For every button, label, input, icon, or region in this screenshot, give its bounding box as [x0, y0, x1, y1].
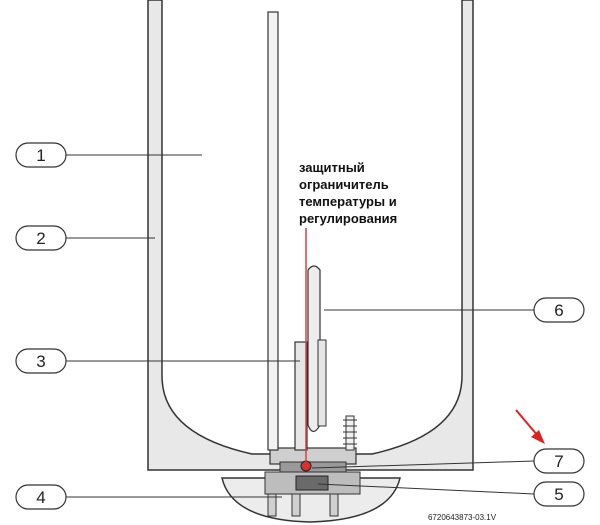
drawing-code: 6720643873-03.1V: [428, 513, 497, 522]
callout-3: 3: [15, 348, 67, 374]
callout-7-label: 7: [554, 452, 563, 471]
bottom-pipe-left: [267, 493, 277, 517]
callout-4-label: 4: [36, 488, 45, 507]
bottom-pipe-right: [329, 493, 339, 517]
cold-water-inlet: [343, 415, 357, 451]
red-arrow-icon: [515, 409, 545, 444]
callout-1: 1: [15, 142, 67, 168]
callout-3-label: 3: [36, 352, 45, 371]
callout-2-label: 2: [36, 229, 45, 248]
annotation-line-3: температуры и: [299, 194, 397, 209]
callout-1-label: 1: [36, 146, 45, 165]
leader-line-5: [317, 483, 535, 495]
callout-7: 7: [533, 448, 585, 474]
thermostat-sensor: [300, 460, 312, 472]
callout-4: 4: [15, 484, 67, 510]
heating-element-right: [317, 339, 327, 427]
thermostat-annotation: защитный ограничитель температуры и регу…: [299, 160, 397, 226]
leader-line-7: [311, 460, 535, 469]
annotation-line-2: ограничитель: [299, 177, 389, 192]
terminal-block: [295, 475, 329, 491]
callout-6: 6: [533, 297, 585, 323]
bottom-pipe-mid: [291, 493, 301, 517]
annotation-line-1: защитный: [299, 160, 365, 175]
hot-water-tube: [267, 11, 279, 451]
magnesium-anode: [294, 341, 308, 451]
callout-6-label: 6: [554, 301, 563, 320]
callout-5-label: 5: [554, 485, 563, 504]
annotation-line-4: регулирования: [299, 211, 397, 226]
callout-5: 5: [533, 481, 585, 507]
callout-2: 2: [15, 225, 67, 251]
